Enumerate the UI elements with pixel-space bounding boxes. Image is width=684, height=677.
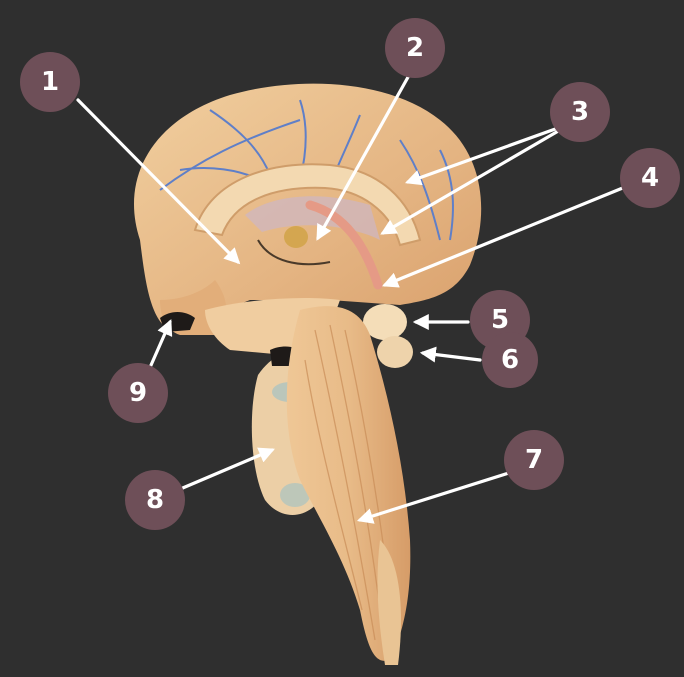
label-2-text: 2 xyxy=(406,33,424,63)
label-3-text: 3 xyxy=(571,97,589,127)
label-5-text: 5 xyxy=(491,305,509,335)
arrow-7 xyxy=(356,470,514,524)
label-4-text: 4 xyxy=(641,163,659,193)
arrow-4 xyxy=(382,183,632,288)
label-7-text: 7 xyxy=(525,445,543,475)
label-7: 7 xyxy=(504,430,564,490)
label-8: 8 xyxy=(125,470,185,530)
brain-model xyxy=(134,83,482,665)
arrows xyxy=(76,68,632,524)
arrow-8 xyxy=(176,447,275,492)
label-9: 9 xyxy=(108,363,168,423)
label-1-text: 1 xyxy=(41,67,59,97)
arrow-6 xyxy=(419,346,482,363)
corpus-callosum-shape xyxy=(193,163,422,247)
thalamus-shape xyxy=(284,226,308,248)
label-9-text: 9 xyxy=(129,378,147,408)
label-3: 3 xyxy=(550,82,610,142)
label-1: 1 xyxy=(20,52,80,112)
label-6-text: 6 xyxy=(501,345,519,375)
arrow-3a xyxy=(404,126,560,186)
arrow-1 xyxy=(76,98,241,265)
arrow-2 xyxy=(316,68,414,241)
arrow-3b xyxy=(380,128,562,235)
label-4: 4 xyxy=(620,148,680,208)
label-2: 2 xyxy=(385,18,445,78)
arrow-9 xyxy=(146,319,173,374)
ventricle-shape xyxy=(245,196,380,240)
label-6: 6 xyxy=(482,332,538,388)
label-8-text: 8 xyxy=(146,485,164,515)
fornix-shape xyxy=(305,200,383,290)
